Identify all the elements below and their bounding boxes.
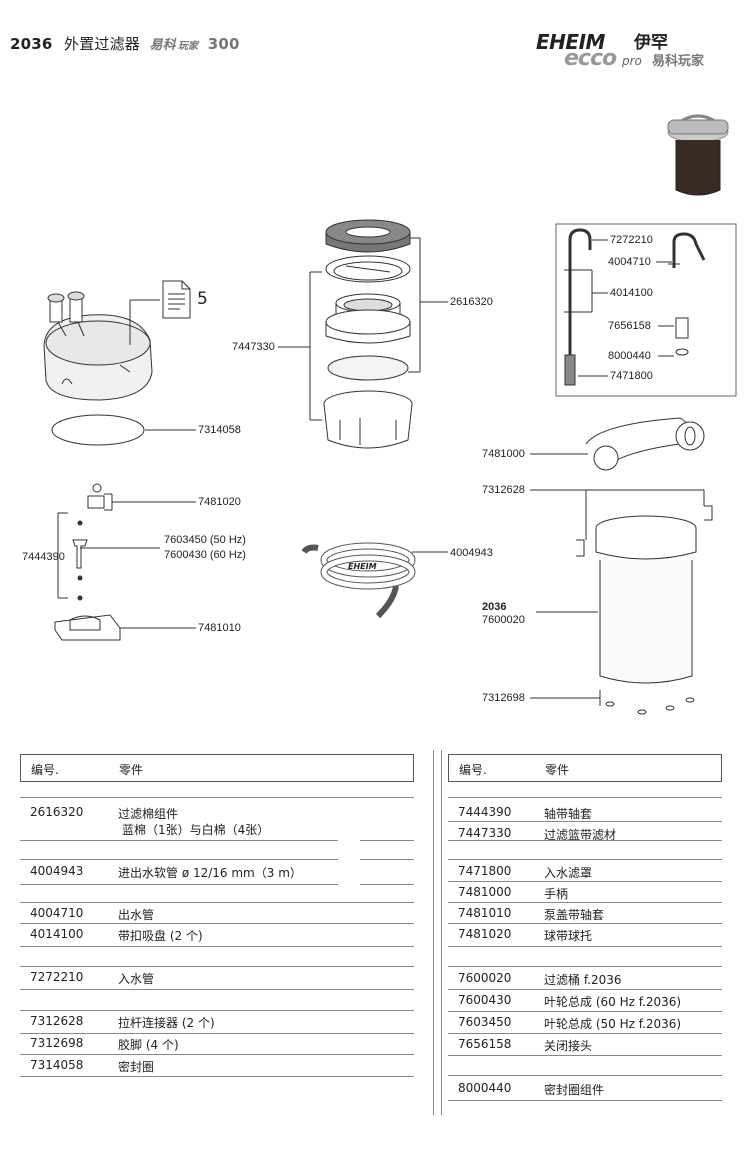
brand-name: EHEIM	[536, 30, 605, 54]
callout-7312698: 7312698	[482, 692, 525, 704]
document-icon	[162, 280, 191, 319]
callout-7603450: 7603450 (50 Hz)	[164, 534, 246, 546]
callout-7272210: 7272210	[610, 234, 653, 246]
col-header-part: 零件	[545, 763, 570, 777]
canister-drawing	[576, 505, 713, 715]
hose-brand-label: EHEIM	[348, 562, 377, 571]
callout-7656158: 7656158	[608, 320, 651, 332]
table-header: 编号. 零件	[20, 754, 414, 782]
brand-name-cn: 伊罕	[634, 33, 668, 53]
table-divider-2	[441, 750, 442, 1115]
col-header-number: 编号.	[31, 763, 59, 777]
model-number: 2036	[10, 35, 53, 53]
product-title: 外置过滤器	[64, 35, 141, 53]
table-divider	[433, 750, 434, 1115]
page-title: 2036 外置过滤器 易科玩家 300	[10, 33, 240, 54]
brand-sub: ecco	[564, 46, 617, 71]
watermark-stamp: 易科	[149, 38, 176, 53]
callout-7481020: 7481020	[198, 496, 241, 508]
brand-logo: EHEIM 伊罕 ecco pro 易科玩家	[536, 28, 726, 71]
table-header: 编号. 零件	[448, 754, 722, 782]
callout-8000440: 8000440	[608, 350, 651, 362]
callout-4004943: 4004943	[450, 547, 493, 559]
col-header-number: 编号.	[459, 763, 487, 777]
callout-7447330: 7447330	[232, 341, 275, 353]
callout-7481010: 7481010	[198, 622, 241, 634]
callout-7600430: 7600430 (60 Hz)	[164, 549, 246, 561]
pump-head-drawing	[43, 291, 153, 401]
callout-7444390: 7444390	[22, 551, 65, 563]
callout-7600020: 7600020	[482, 614, 525, 626]
brand-pro: pro	[622, 54, 642, 68]
exploded-parts-diagram	[43, 114, 737, 715]
callout-4014100: 4014100	[610, 287, 653, 299]
intake-tubes-box	[555, 223, 737, 397]
brand-stamp: 易科玩家	[652, 54, 705, 69]
callout-7312628: 7312628	[482, 484, 525, 496]
watermark-stamp-small: 玩家	[177, 41, 199, 52]
callout-7471800: 7471800	[610, 370, 653, 382]
parts-table-left: 编号. 零件 2616320 过滤棉组件 蓝棉（1张）与白棉（4张） 40049…	[20, 754, 414, 1094]
hose-drawing	[301, 542, 416, 619]
intake-tubes-drawing	[564, 228, 706, 386]
seal-ring-drawing	[51, 414, 145, 446]
callout-7314058: 7314058	[198, 424, 241, 436]
filter-media-stack	[323, 219, 413, 449]
col-header-part: 零件	[119, 763, 144, 777]
handle-drawing	[585, 417, 705, 471]
watermark-number: 300	[207, 35, 240, 53]
callout-2036: 2036	[482, 601, 507, 613]
parts-table-right: 编号. 零件 7444390 轴带轴套 7447330 过滤篮带滤材 74718…	[448, 754, 722, 1104]
callout-4004710: 4004710	[608, 256, 651, 268]
product-photo	[667, 114, 729, 196]
callout-2616320: 2616320	[450, 296, 493, 308]
document-count: 5	[197, 289, 208, 309]
callout-7481000: 7481000	[482, 448, 525, 460]
